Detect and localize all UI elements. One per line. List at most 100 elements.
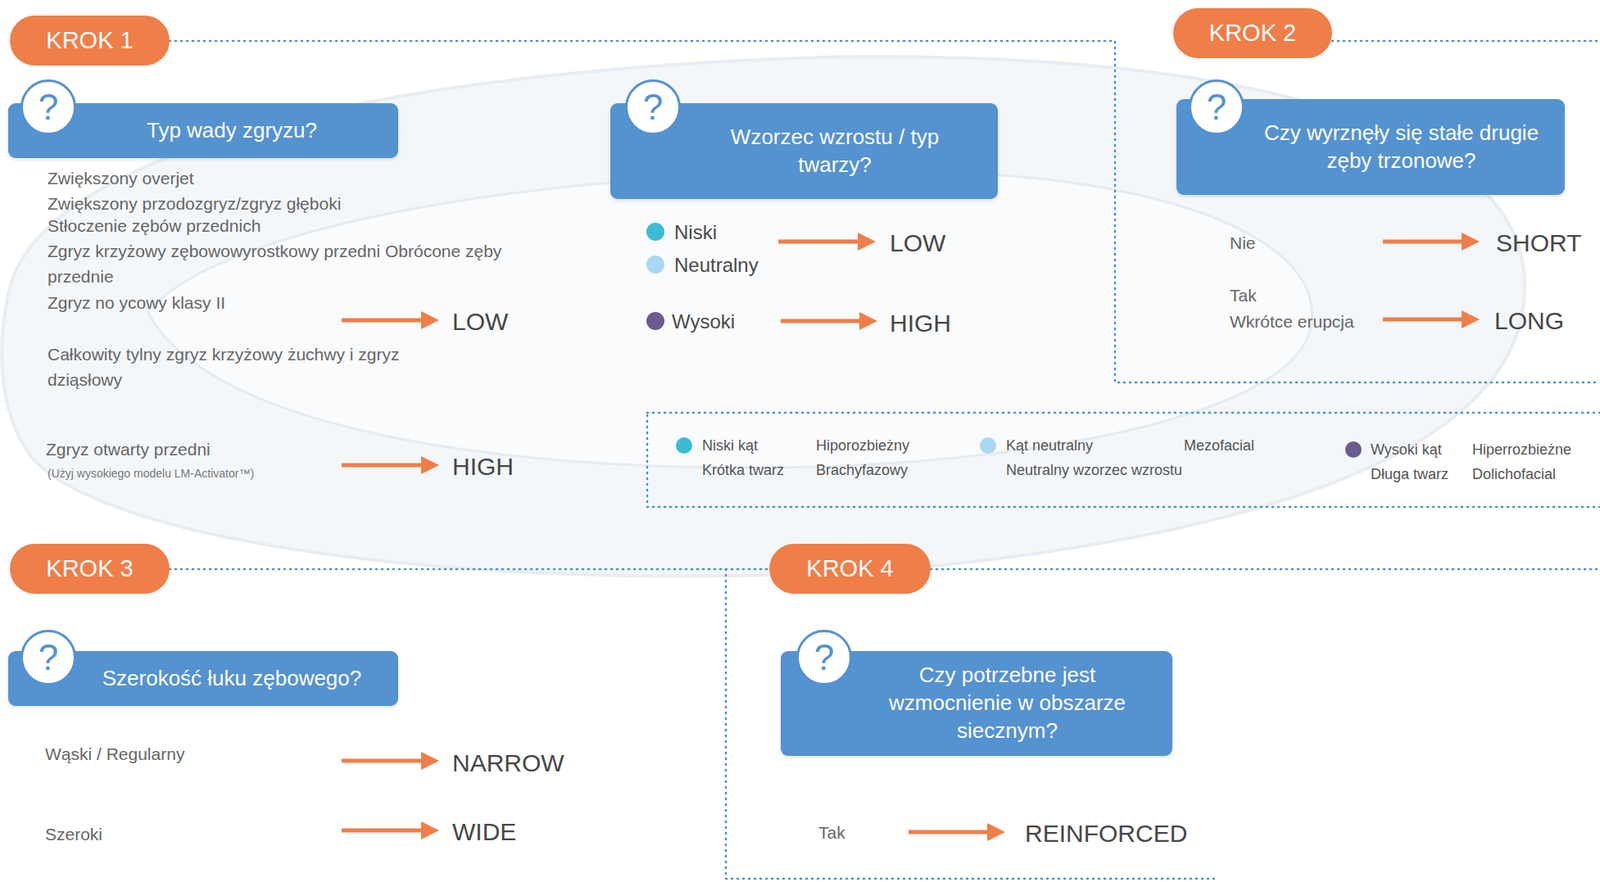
option-text: Wkrótce erupcja: [1229, 310, 1355, 333]
arrow-head: [421, 752, 440, 771]
label-holder: Nie: [1229, 231, 1256, 254]
label-holder: Dolichofacial: [1472, 465, 1556, 485]
appliance-inner: [147, 171, 1313, 468]
label-holder: NARROW: [452, 747, 565, 780]
result-code: NARROW: [452, 747, 565, 780]
legend-note: Neutralny wzorzec wzrostu: [1006, 461, 1183, 481]
question-mark-circle: ?: [625, 79, 681, 136]
arrow-shaft: [1382, 317, 1465, 322]
legend-note: Brachyfazowy: [815, 461, 908, 481]
arrow-head: [859, 312, 878, 331]
label-holder: LOW: [889, 226, 946, 259]
step-pill: KROK 3: [9, 543, 170, 594]
question-text: Typ wady zgryzu?: [146, 117, 318, 146]
arrow-shaft: [341, 463, 425, 468]
arrow-head: [987, 823, 1006, 842]
label-holder: Krótka twarz: [702, 461, 785, 481]
label-holder: REINFORCED: [1024, 817, 1188, 850]
label-holder: Stłoczenie zębów przednich: [47, 213, 261, 239]
label-holder: HIGH: [452, 450, 514, 483]
option-text: Zgryz krzyżowy zębowowyrostkowy przedni …: [47, 238, 511, 290]
legend-frame: [647, 412, 1600, 508]
legend-dot: [979, 437, 997, 454]
result-code: HIGH: [452, 450, 514, 483]
label-holder: Wkrótce erupcja: [1229, 310, 1355, 333]
arrow-head: [857, 232, 876, 251]
step-pill: KROK 2: [1173, 8, 1333, 59]
question-mark: ?: [1206, 89, 1227, 126]
arrow-head: [421, 456, 440, 475]
legend-note: Hiperrozbieżne: [1472, 440, 1572, 460]
question-box: Czy wyrznęły się stałe drugie zęby trzon…: [1176, 99, 1565, 195]
question-box: Wzorzec wzrostu / typ twarzy??: [610, 103, 998, 200]
option-text: Zwiększony przodozgryz/zgryz głęboki: [47, 190, 341, 217]
label-holder: (Użyj wysokiego modelu LM-Activator™): [47, 466, 254, 481]
label-holder: Zgryz no ycowy klasy II: [47, 290, 228, 316]
option-text: Nie: [1229, 231, 1256, 254]
label-holder: Szeroki: [45, 823, 103, 846]
label-holder: Mezofacial: [1183, 436, 1255, 456]
option-text: Całkowity tylny zgryz krzyżowy żuchwy i …: [47, 341, 478, 393]
label-holder: LOW: [452, 305, 508, 338]
legend-note: Krótka twarz: [702, 461, 785, 481]
legend-entry: Kąt neutralny: [979, 436, 1093, 456]
legend-text: Wysoki: [671, 308, 735, 335]
label-holder: Całkowity tylny zgryz krzyżowy żuchwy i …: [47, 341, 478, 393]
step-label: KROK 3: [45, 554, 133, 584]
legend-entry: Wysoki: [646, 308, 735, 335]
step-separator: [169, 568, 770, 572]
question-mark-circle: ?: [20, 630, 77, 686]
step-label: KROK 2: [1209, 18, 1297, 48]
step-label: KROK 1: [45, 26, 133, 55]
legend-entry: Wysoki kąt: [1345, 440, 1442, 460]
label-holder: Neutralny wzorzec wzrostu: [1006, 461, 1183, 481]
legend-dot: [646, 255, 665, 274]
label-holder: Hiporozbieżny: [815, 436, 910, 456]
legend-text: Kąt neutralny: [1006, 436, 1093, 456]
label-holder: Długa twarz: [1370, 465, 1449, 485]
result-code: LOW: [452, 305, 508, 338]
question-box: Szerokość łuku zębowego??: [8, 651, 399, 707]
arrow-head: [1461, 232, 1480, 251]
legend-dot: [646, 222, 665, 241]
result-code: LONG: [1494, 304, 1564, 337]
step-separator: [1332, 40, 1600, 43]
legend-entry: Niski: [646, 219, 717, 245]
question-mark: ?: [814, 639, 834, 676]
step-label: KROK 4: [806, 554, 893, 584]
question-mark: ?: [38, 89, 59, 126]
question-mark: ?: [643, 89, 663, 126]
result-code: HIGH: [889, 307, 952, 340]
arrow-head: [421, 311, 440, 330]
arrow-shaft: [341, 829, 425, 834]
question-box: Czy potrzebne jest wzmocnienie w obszarz…: [780, 651, 1173, 757]
legend-dot: [646, 312, 665, 331]
question-text: Czy wyrznęły się stałe drugie zęby trzon…: [1260, 119, 1543, 176]
question-text: Czy potrzebne jest wzmocnienie w obszarz…: [858, 661, 1156, 745]
label-holder: SHORT: [1495, 226, 1582, 259]
step-separator: [725, 569, 1220, 880]
label-holder: Zwiększony overjet: [47, 165, 195, 191]
option-text: Zgryz otwarty przedni: [45, 438, 211, 461]
legend-note: Dolichofacial: [1472, 465, 1556, 485]
question-mark: ?: [38, 639, 59, 676]
arrows: [341, 232, 1480, 842]
arrow-shaft: [341, 759, 425, 764]
note-text: (Użyj wysokiego modelu LM-Activator™): [47, 466, 254, 481]
label-holder: Wąski / Regularny: [45, 743, 185, 766]
option-text: Wąski / Regularny: [45, 743, 185, 766]
legend-text: Niski kąt: [702, 436, 758, 456]
label-holder: Zgryz krzyżowy zębowowyrostkowy przedni …: [47, 238, 511, 290]
legend-note: Hiporozbieżny: [815, 436, 910, 456]
step-pill: KROK 1: [9, 15, 170, 66]
legend-dot: [675, 437, 693, 454]
result-code: REINFORCED: [1024, 817, 1188, 850]
label-holder: WIDE: [452, 815, 517, 848]
option-text: Zwiększony overjet: [47, 165, 195, 191]
legend-entry: Niski kąt: [675, 436, 758, 456]
result-code: WIDE: [452, 815, 517, 848]
option-text: Tak: [1229, 284, 1257, 307]
legend-text: Niski: [674, 219, 717, 245]
label-holder: Tak: [1229, 284, 1257, 307]
